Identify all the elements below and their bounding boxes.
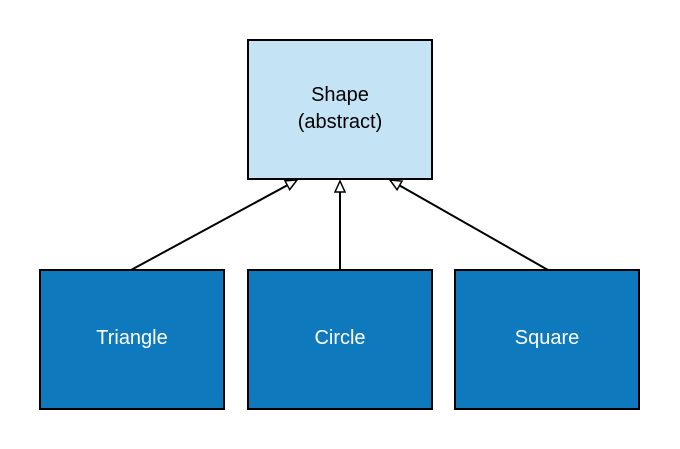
edge-square-to-shape bbox=[388, 179, 549, 271]
node-shape-name: Shape bbox=[311, 84, 369, 106]
node-triangle-label: Triangle bbox=[96, 327, 168, 349]
node-circle-box bbox=[247, 269, 433, 410]
node-shape-stereotype: (abstract) bbox=[298, 111, 382, 133]
node-square-box bbox=[454, 269, 640, 410]
node-triangle-box bbox=[39, 269, 225, 410]
node-square[interactable]: Square bbox=[454, 269, 640, 410]
node-shape-box bbox=[247, 39, 433, 180]
node-circle[interactable]: Circle bbox=[247, 269, 433, 410]
node-square-label: Square bbox=[515, 327, 580, 349]
edge-triangle-to-shape bbox=[130, 179, 299, 271]
node-triangle[interactable]: Triangle bbox=[39, 269, 225, 410]
node-circle-label: Circle bbox=[314, 327, 365, 349]
node-shape[interactable]: Shape (abstract) bbox=[247, 39, 433, 180]
